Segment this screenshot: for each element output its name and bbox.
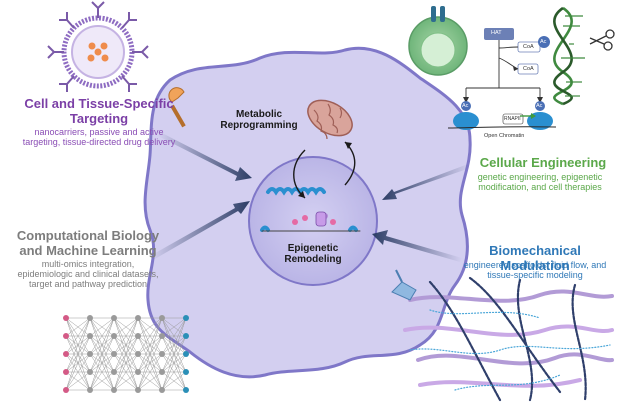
network-node [87, 333, 93, 339]
network-node [183, 369, 189, 375]
network-node [183, 351, 189, 357]
ecm-fibers-icon [403, 276, 614, 402]
network-node [87, 369, 93, 375]
network-node [111, 387, 117, 393]
chromatin-icon [260, 187, 361, 232]
network-node [135, 315, 141, 321]
metabolic-reprogramming-label: Metabolic Reprogramming [214, 109, 304, 131]
metabolic-line-2: Reprogramming [220, 120, 298, 132]
biomechanical-desc-line-2: tissue-specific modeling [487, 270, 583, 281]
epigenetic-line-1: Epigenetic [287, 243, 339, 254]
targeting-desc-line-1: nanocarriers, passive and active [34, 127, 164, 137]
network-node [63, 351, 69, 357]
targeting-title-line-1: Cell and Tissue-Specific [24, 96, 174, 111]
biomechanical-description: engineered scaffolds, fluid flow, and ti… [455, 260, 615, 280]
engineering-title: Cellular Engineering [473, 155, 613, 171]
ligand-receptor-icon [168, 87, 186, 128]
network-node [159, 387, 165, 393]
dna-helix-icon [553, 6, 585, 106]
metabolic-line-1: Metabolic [235, 109, 283, 120]
network-node [63, 387, 69, 393]
network-node [159, 333, 165, 339]
network-node [63, 333, 69, 339]
network-node [111, 369, 117, 375]
network-node [183, 333, 189, 339]
network-node [63, 369, 69, 375]
engineering-arrow [382, 164, 470, 200]
coa-label-1: CoA [523, 44, 534, 50]
computational-desc-line-1: multi-omics integration, [41, 259, 135, 269]
computational-desc-line-3: target and pathway prediction [28, 279, 148, 290]
integrin-icon [391, 269, 417, 301]
neural-network-icon [63, 315, 189, 393]
targeting-arrow [158, 132, 252, 181]
targeting-title-line-2: Targeting [69, 110, 129, 126]
ac-right-label: Ac [536, 103, 543, 109]
nanocarrier-icon [47, 1, 149, 92]
computational-title-line-2: and Machine Learning [19, 242, 157, 258]
feedback-arrows [293, 141, 356, 199]
network-node [159, 369, 165, 375]
mitochondrion-icon [307, 99, 353, 140]
network-node [135, 333, 141, 339]
coa-label-2: CoA [523, 66, 534, 72]
open-chromatin-label: Open Chromatin [484, 133, 525, 139]
computational-title-line-1: Computational Biology [16, 228, 160, 243]
network-node [87, 387, 93, 393]
t-cell-icon [408, 6, 468, 76]
ac-label: Ac [540, 39, 547, 45]
network-node [87, 351, 93, 357]
biomechanical-arrow [372, 230, 462, 262]
computational-title: Computational Biology and Machine Learni… [2, 228, 174, 258]
biomechanical-title-text: Biomechanical Modulation [489, 243, 581, 273]
targeting-desc-line-2: targeting, tissue-directed drug delivery [22, 137, 176, 148]
biomechanical-title: Biomechanical Modulation [455, 243, 615, 273]
computational-arrow [150, 201, 250, 260]
network-node [135, 351, 141, 357]
rnapii-label: RNAPII [504, 116, 521, 122]
computational-desc-line-2: epidemiologic and clinical datasets, [17, 269, 159, 280]
epigenetic-remodeling-label: Epigenetic Remodeling [268, 243, 358, 265]
network-node [183, 315, 189, 321]
computational-description: multi-omics integration, epidemiologic a… [2, 259, 174, 289]
targeting-title: Cell and Tissue-Specific Targeting [4, 96, 194, 126]
network-node [111, 315, 117, 321]
biomechanical-desc-line-1: engineered scaffolds, fluid flow, and [463, 260, 607, 270]
engineering-description: genetic engineering, epigenetic modifica… [465, 172, 615, 192]
network-node [159, 315, 165, 321]
network-node [111, 333, 117, 339]
network-node [135, 387, 141, 393]
hat-label: HAT [491, 30, 502, 36]
network-node [135, 369, 141, 375]
engineering-title-text: Cellular Engineering [479, 155, 607, 170]
epigenetic-line-2: Remodeling [284, 254, 342, 266]
network-node [87, 315, 93, 321]
nucleus [248, 156, 378, 286]
network-node [159, 351, 165, 357]
network-node [111, 351, 117, 357]
engineering-desc-line-1: genetic engineering, epigenetic [477, 172, 603, 182]
ac-left-label: Ac [462, 103, 469, 109]
engineering-desc-line-2: modification, and cell therapies [478, 182, 602, 193]
scissors-icon [589, 29, 615, 51]
network-node [183, 387, 189, 393]
chromatin-inset [447, 28, 557, 130]
targeting-description: nanocarriers, passive and active targeti… [4, 127, 194, 147]
network-node [63, 315, 69, 321]
